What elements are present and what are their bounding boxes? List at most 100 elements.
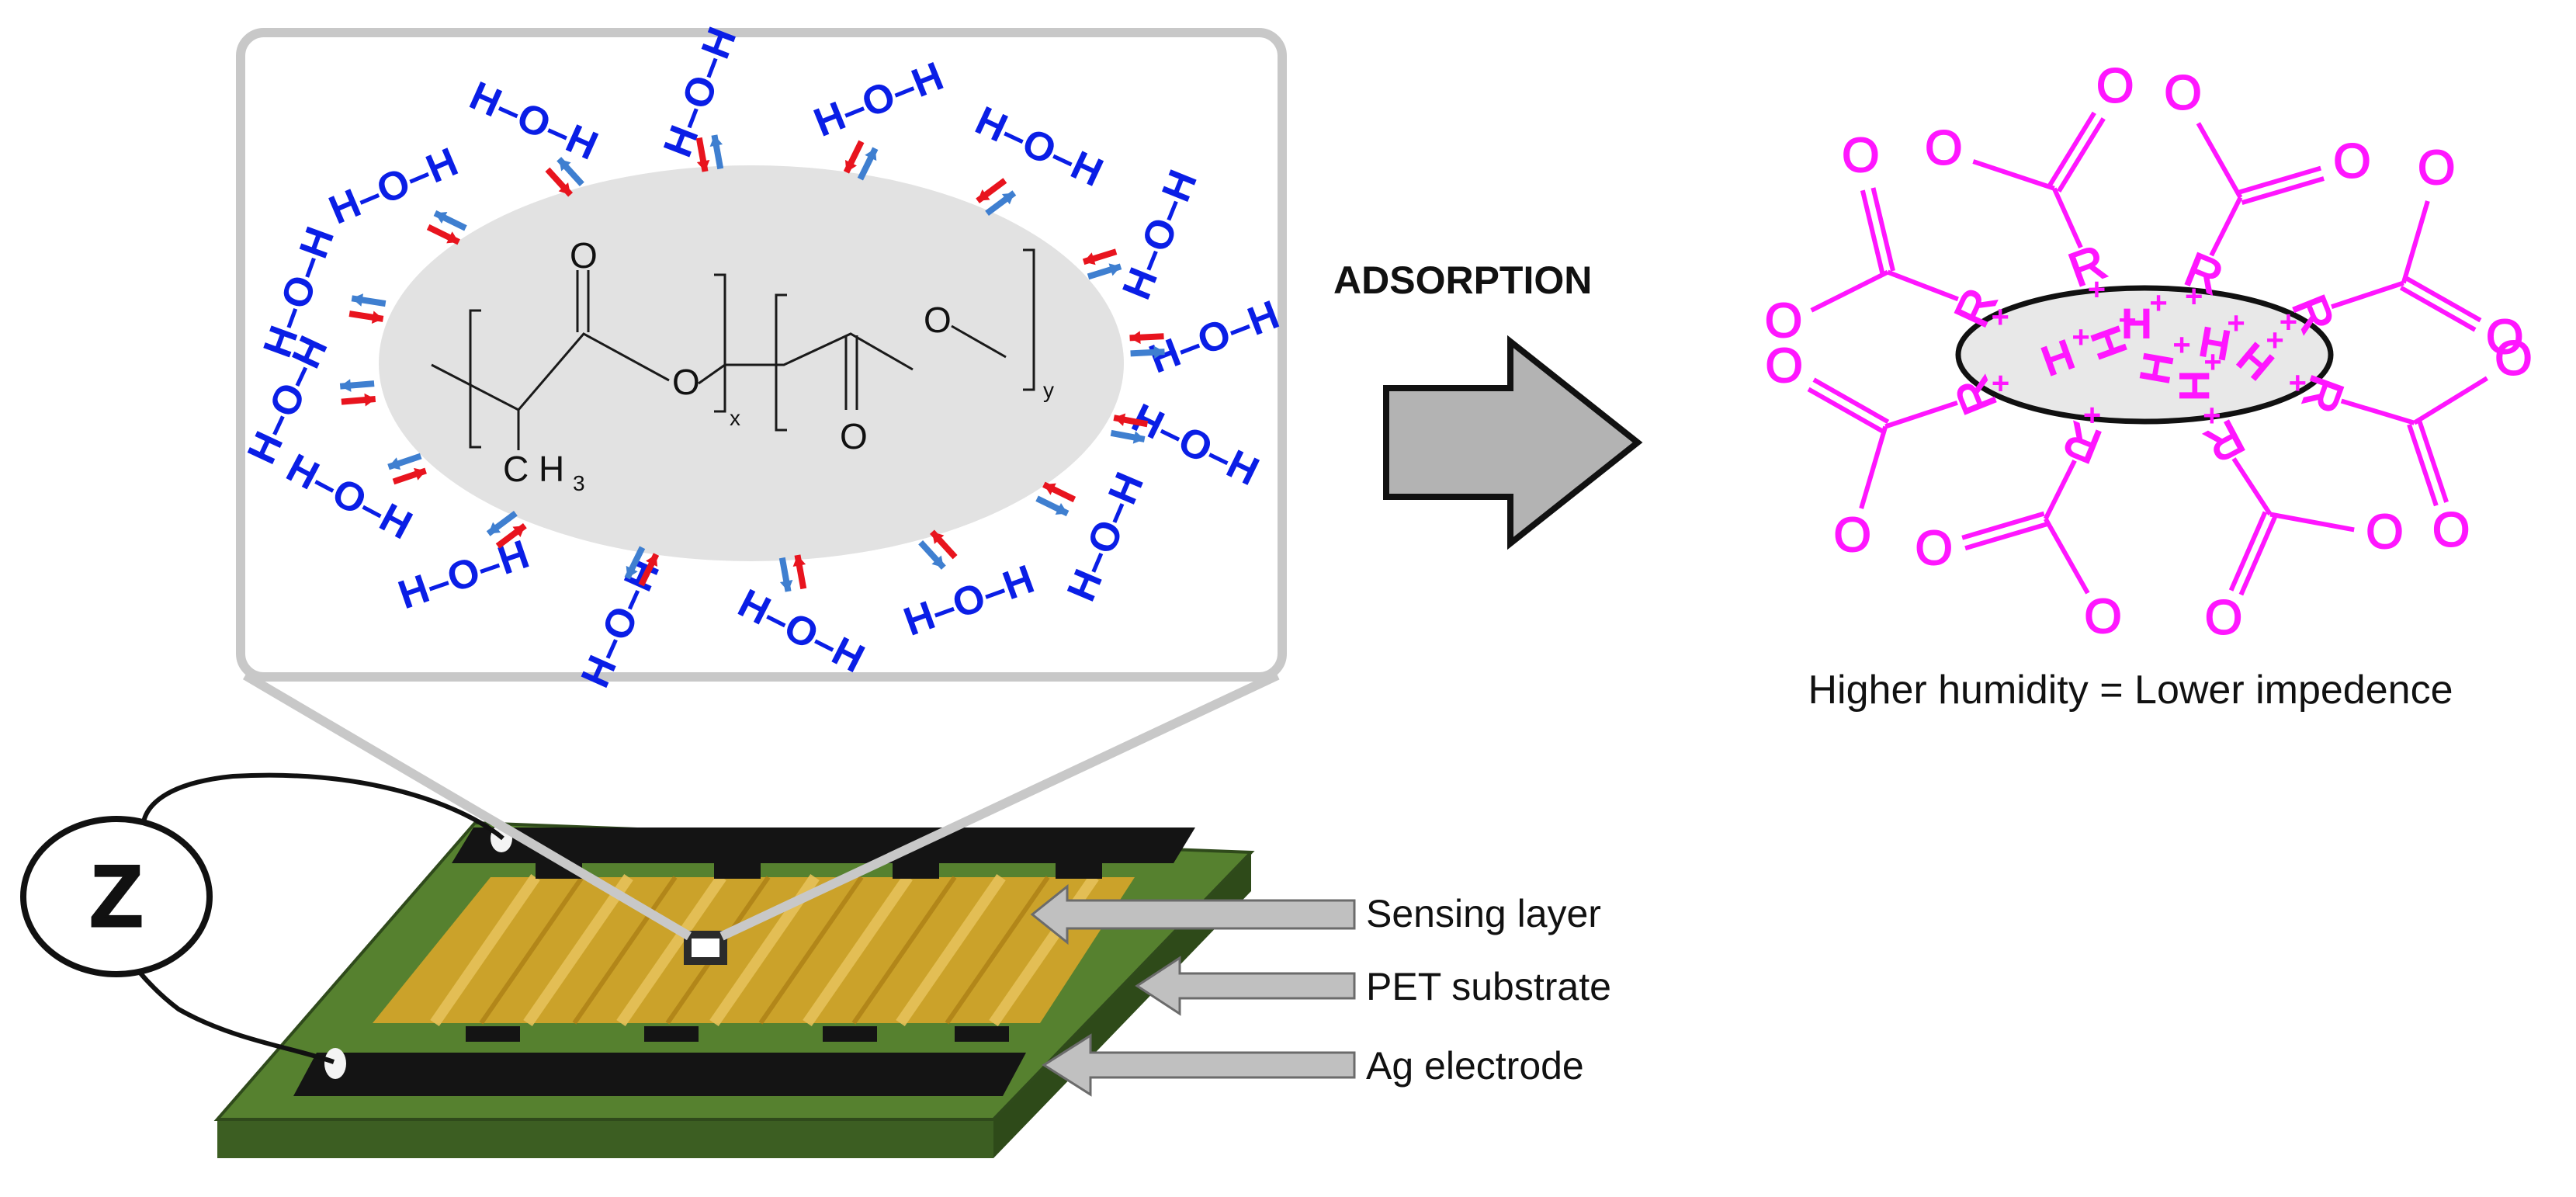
dipole-arrow-head	[696, 160, 710, 172]
dipole-arrow-head	[1153, 345, 1165, 359]
carbonyl-oxygen: O	[2096, 59, 2134, 113]
proton-label: H	[2170, 370, 2219, 401]
carboxylate-bond	[2401, 200, 2430, 284]
carbonyl-bond	[2399, 285, 2477, 332]
carboxylate-oxygen: O	[2366, 505, 2403, 559]
dipole-arrow-head	[792, 555, 806, 567]
radical-charge: +	[2203, 398, 2221, 432]
label-pet-substrate: PET substrate	[1366, 965, 1611, 1008]
carbonyl-bond	[2407, 423, 2439, 507]
radical-charge: +	[2280, 305, 2297, 339]
polymer-ester-o1: O	[672, 362, 700, 402]
carbonyl-oxygen: O	[1916, 522, 1953, 575]
carboxylate-bond	[2044, 517, 2090, 595]
dipole-arrow-head	[488, 522, 501, 534]
dipole-arrow-head	[1108, 263, 1122, 276]
carbonyl-bond	[2238, 515, 2278, 596]
carboxylate-oxygen: O	[2164, 66, 2201, 120]
dipole-arrow-head	[512, 526, 525, 538]
dipole-arrow-head	[1132, 431, 1145, 444]
carbonyl-oxygen: O	[2333, 134, 2370, 188]
impedance-symbol: Z	[90, 848, 143, 945]
dipole-arrow-head	[931, 532, 945, 544]
carboxylate-oxygen: O	[2418, 141, 2455, 195]
interdigitated-fingers	[430, 874, 1099, 1026]
dipole-arrow-head	[1129, 331, 1141, 345]
result-caption: Higher humidity = Lower impedence	[1808, 668, 2453, 713]
polymer-sub-y: y	[1043, 378, 1054, 402]
dipole-arrow-head	[977, 189, 990, 201]
carbonyl-bond	[2417, 420, 2449, 503]
radical-charge: +	[1992, 300, 2009, 334]
carbonyl-oxygen: O	[2486, 311, 2523, 364]
dipole-arrow-head	[1114, 413, 1126, 426]
carbon-bond	[2043, 459, 2077, 520]
radical-charge: +	[2088, 272, 2106, 307]
carbon-bond	[2331, 280, 2404, 310]
label-sensing-layer: Sensing layer	[1366, 892, 1601, 935]
zoom-marker	[684, 931, 727, 965]
contact-pad-bottom	[324, 1048, 346, 1079]
carbonyl-bond	[1860, 189, 1885, 274]
dipole-arrow-head	[1001, 193, 1014, 205]
carboxylate-oxygen: O	[2495, 332, 2532, 386]
carboxylate-bond	[1859, 425, 1888, 509]
carbonyl-bond	[1961, 511, 2045, 540]
proton-ellipse	[1955, 285, 2334, 425]
carbonyl-bond	[1812, 377, 1890, 425]
polymer-carbonyl-o1: O	[570, 235, 598, 276]
dipole-arrow-head	[446, 231, 459, 244]
polymer-carbonyl-o2: O	[840, 416, 868, 456]
dipole-arrow-head	[414, 467, 426, 481]
polymer-methyl-sub: 3	[573, 471, 585, 495]
proton-label: H	[2121, 299, 2152, 348]
polymer-sub-x: x	[730, 406, 740, 430]
proton-charge: +	[2227, 307, 2245, 341]
adsorption-step: ADSORPTION	[1333, 258, 1643, 550]
carbonyl-bond	[2238, 165, 2321, 195]
radical-charge: +	[2083, 398, 2101, 432]
carboxylate-bond	[1972, 159, 2055, 191]
callout-arrow-substrate	[1135, 956, 1356, 1016]
carbonyl-bond	[2241, 176, 2325, 206]
carbonyl-bond	[1964, 522, 2048, 551]
carbonyl-bond	[2228, 511, 2268, 592]
callout-arrow-sensing	[1030, 883, 1356, 945]
impedance-meter	[20, 816, 213, 977]
proton-charge: +	[2172, 328, 2190, 363]
dipole-arrow-head	[352, 293, 364, 307]
dipole-arrow-head	[844, 159, 857, 172]
dipole-arrow-head	[1043, 483, 1056, 495]
dipole-arrow-head	[559, 158, 571, 172]
carboxylate-bond	[2413, 376, 2488, 425]
carbon-bond	[2051, 187, 2083, 249]
dipole-arrow-head	[388, 457, 401, 470]
dipole-arrow-head	[340, 379, 352, 392]
wire-top	[140, 772, 504, 848]
dipole-arrow-head	[646, 554, 658, 567]
label-ag-electrode: Ag electrode	[1366, 1044, 1584, 1088]
proton-cloud: H+H+H+H+H+H+H+	[2035, 286, 2284, 402]
carboxylate-oxygen: O	[1925, 122, 1962, 175]
substrate-front-face	[217, 1119, 993, 1158]
adsorption-arrow	[1383, 335, 1643, 550]
carbon-bond	[2209, 196, 2243, 257]
carboxylate-oxygen: O	[2085, 590, 2122, 644]
carbonyl-bond	[1870, 187, 1895, 272]
polymer-structure	[431, 248, 1035, 450]
proton-charge: +	[2203, 345, 2221, 380]
polymer-methyl: C H	[503, 449, 564, 489]
carbonyl-oxygen: O	[1766, 339, 1803, 393]
dipole-arrow-head	[931, 555, 944, 568]
callout-arrow-electrode	[1042, 1033, 1356, 1097]
sensing-layer	[373, 877, 1135, 1023]
carbonyl-bond	[2047, 111, 2096, 187]
ag-electrode-top	[452, 827, 1195, 863]
ionized-structure: R+OOR+OOR+OOR+OOR+OOR+OOR+OOR+OO H+H+H+H…	[1764, 58, 2533, 645]
dipole-arrow-head	[371, 311, 383, 324]
proton-charge: +	[2072, 321, 2089, 355]
carbonyl-oxygen: O	[1842, 129, 1879, 182]
carbonyl-bond	[2057, 117, 2106, 193]
